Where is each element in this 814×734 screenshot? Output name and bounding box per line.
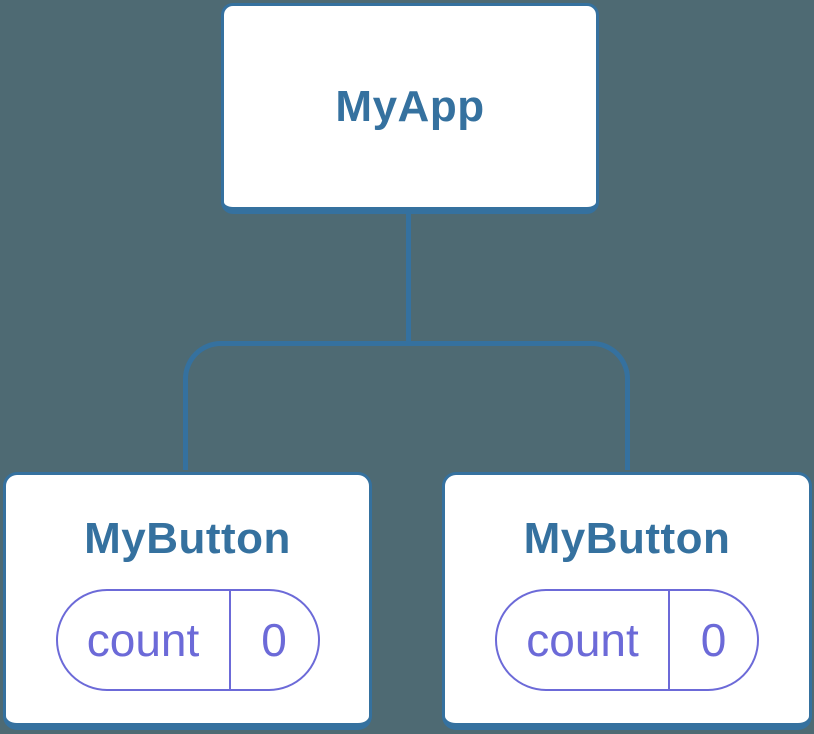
connector-branch-line [183, 341, 630, 470]
state-value-label: 0 [261, 614, 287, 666]
state-key-label: count [58, 591, 231, 689]
root-node: MyApp [221, 3, 599, 214]
connector-trunk-line [406, 212, 411, 345]
state-pill: count 0 [55, 589, 320, 691]
root-node-label: MyApp [335, 81, 485, 131]
state-pill: count 0 [495, 589, 759, 691]
child-node-label: MyButton [84, 514, 291, 563]
child-node-left: MyButton count 0 [3, 472, 372, 730]
state-key-label: count [497, 591, 670, 689]
state-value-label: 0 [700, 614, 727, 666]
child-node-right: MyButton count 0 [442, 472, 812, 730]
child-node-label: MyButton [523, 514, 731, 563]
